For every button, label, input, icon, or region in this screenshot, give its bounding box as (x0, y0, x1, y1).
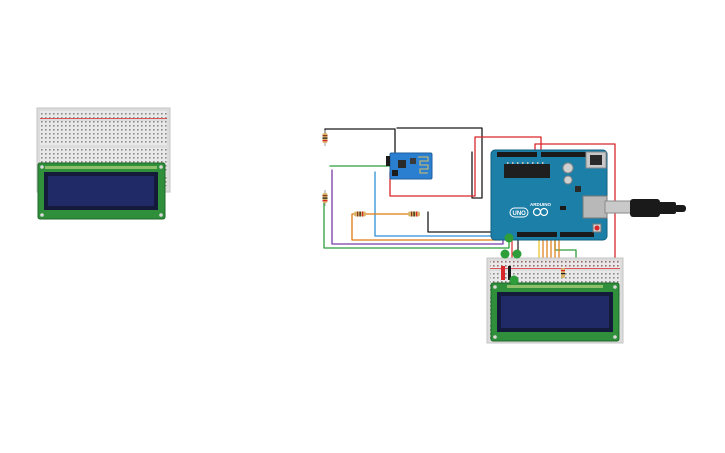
digital-header-2[interactable] (541, 152, 587, 157)
usb-port[interactable] (582, 195, 608, 219)
uno-logo (509, 207, 529, 218)
arduino-brand-text: ARDUINO (530, 202, 551, 207)
left-lcd-screen (48, 176, 154, 206)
wire-blue[interactable] (374, 171, 498, 237)
right-lcd-screen (501, 296, 609, 328)
wire-black-bottom[interactable] (427, 211, 499, 233)
resistor-5[interactable] (561, 268, 565, 278)
wire-junctions (500, 233, 522, 285)
left-lcd-module[interactable] (37, 162, 166, 220)
wire-black-top[interactable] (324, 128, 396, 158)
power-header[interactable] (517, 232, 557, 237)
atmega-chip (504, 164, 550, 178)
right-lcd-module[interactable] (490, 282, 620, 342)
arduino-infinity-icon (532, 207, 549, 217)
wire-green-left[interactable] (323, 201, 510, 249)
wire-red-top[interactable] (389, 136, 542, 197)
resistor-3[interactable] (354, 211, 366, 217)
potentiometer-area[interactable] (501, 266, 511, 280)
wire-purple[interactable] (331, 169, 504, 245)
uno-logo-text: UNO (513, 211, 527, 217)
wire-black-right[interactable] (396, 127, 483, 199)
usb-cable[interactable] (604, 199, 686, 217)
analog-header[interactable] (560, 232, 594, 237)
resistor-1[interactable] (322, 130, 328, 146)
resistor-4[interactable] (408, 211, 420, 217)
arduino-uno-board[interactable]: UNO ARDUINO (490, 149, 608, 241)
digital-header-1[interactable] (497, 152, 537, 157)
wire-red-long[interactable] (534, 143, 616, 341)
esp8266-wifi-module[interactable] (386, 152, 433, 180)
resistor-2[interactable] (322, 190, 328, 206)
